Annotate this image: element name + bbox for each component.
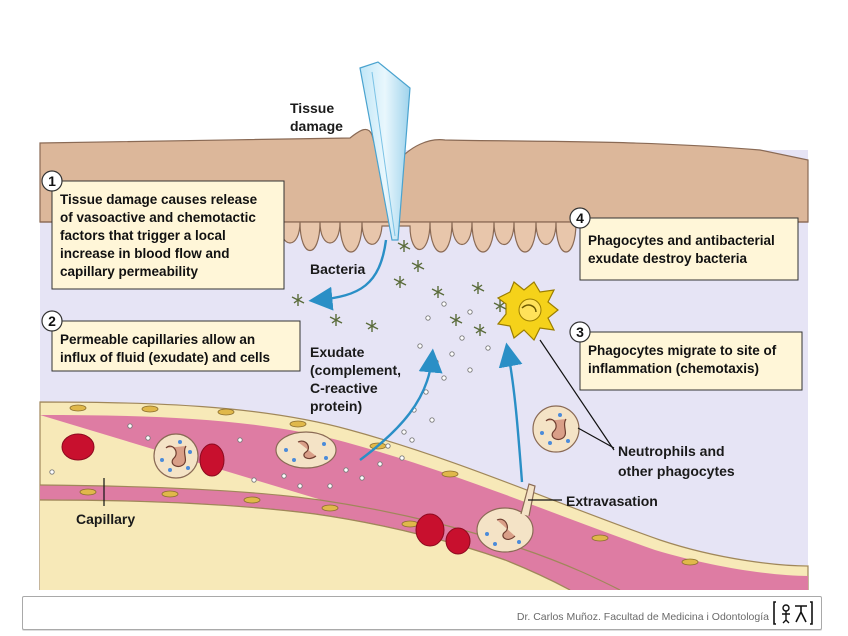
university-logo-icon bbox=[773, 601, 813, 625]
step-text-line: influx of fluid (exudate) and cells bbox=[60, 350, 270, 365]
red-blood-cell bbox=[445, 527, 471, 555]
bacterium-icon bbox=[431, 286, 445, 298]
bacterium-icon bbox=[471, 282, 485, 294]
label-extravasation: Extravasation bbox=[566, 493, 658, 509]
step-text-line: factors that trigger a local bbox=[60, 228, 226, 243]
label-neutrophils: other phagocytes bbox=[618, 463, 735, 479]
step-text-line: capillary permeability bbox=[60, 264, 199, 279]
red-blood-cell bbox=[61, 433, 95, 461]
capillary bbox=[39, 401, 809, 590]
arrow-to-bacteria bbox=[308, 239, 388, 311]
bacterium-icon bbox=[291, 294, 305, 306]
label-bacteria: Bacteria bbox=[310, 261, 365, 277]
red-blood-cell bbox=[415, 513, 445, 547]
label-exudate: Exudate bbox=[310, 344, 365, 360]
step-text-line: Phagocytes and antibacterial bbox=[588, 233, 775, 248]
red-blood-cell bbox=[199, 443, 225, 477]
phagocytes bbox=[153, 281, 580, 553]
bacterium-icon bbox=[473, 324, 487, 336]
step-text-line: Phagocytes migrate to site of bbox=[588, 343, 777, 358]
red-blood-cells bbox=[61, 433, 471, 555]
step-box-4: 4 Phagocytes and antibacterial exudate d… bbox=[569, 207, 799, 281]
step-box-2: 2 Permeable capillaries allow an influx … bbox=[41, 310, 301, 372]
label-exudate: C-reactive bbox=[310, 380, 378, 396]
inflammation-diagram: 1 Tissue damage causes release of vasoac… bbox=[39, 61, 809, 590]
bacterium-icon bbox=[365, 320, 379, 332]
step-text-line: Tissue damage causes release bbox=[60, 192, 258, 207]
step-number: 3 bbox=[576, 324, 584, 340]
label-tissue-damage: Tissue bbox=[290, 100, 334, 116]
needle-icon bbox=[359, 61, 411, 241]
step-number: 1 bbox=[48, 173, 56, 189]
step-text-line: Permeable capillaries allow an bbox=[60, 332, 255, 347]
step-box-1: 1 Tissue damage causes release of vasoac… bbox=[41, 170, 285, 290]
step-text-line: of vasoactive and chemotactic bbox=[60, 210, 256, 225]
label-capillary: Capillary bbox=[76, 511, 135, 527]
step-text-line: exudate destroy bacteria bbox=[588, 251, 748, 266]
bacterium-icon bbox=[411, 260, 425, 272]
flow-arrows bbox=[308, 239, 524, 483]
footer-credit: Dr. Carlos Muñoz. Facultad de Medicina i… bbox=[516, 611, 769, 623]
step-box-3: 3 Phagocytes migrate to site of inflamma… bbox=[569, 321, 803, 391]
bacteria bbox=[291, 240, 507, 336]
bacterium-icon bbox=[329, 314, 343, 326]
step-number: 2 bbox=[48, 313, 56, 329]
neutrophil-in-vessel bbox=[153, 433, 199, 479]
step-number: 4 bbox=[576, 210, 584, 226]
arrow-exudate bbox=[359, 348, 443, 461]
footer-bar: Dr. Carlos Muñoz. Facultad de Medicina i… bbox=[22, 596, 822, 630]
label-neutrophils: Neutrophils and bbox=[618, 443, 725, 459]
exudate-particles bbox=[49, 301, 491, 489]
neutrophil-tissue bbox=[532, 405, 580, 453]
step-text-line: inflammation (chemotaxis) bbox=[588, 361, 759, 376]
label-tissue-damage: damage bbox=[290, 118, 343, 134]
bacterium-icon bbox=[493, 300, 507, 312]
bacterium-icon bbox=[397, 240, 411, 252]
leader-lines bbox=[103, 339, 615, 506]
label-exudate: protein) bbox=[310, 398, 362, 414]
step-text-line: increase in blood flow and bbox=[60, 246, 230, 261]
bacterium-icon bbox=[393, 276, 407, 288]
tissue-folds bbox=[279, 221, 577, 253]
phagocyte-engulfing bbox=[496, 281, 559, 342]
neutrophil-migrating bbox=[275, 431, 337, 469]
bacterium-icon bbox=[449, 314, 463, 326]
label-exudate: (complement, bbox=[310, 362, 401, 378]
arrow-chemotaxis bbox=[498, 342, 524, 483]
